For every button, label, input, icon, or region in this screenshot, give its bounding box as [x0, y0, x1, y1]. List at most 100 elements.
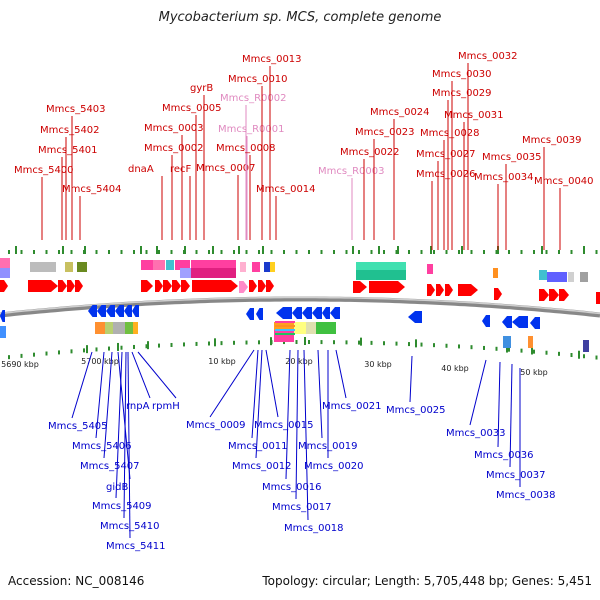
bottom-gene-label: Mmcs_0009 — [186, 420, 246, 431]
forward-feature-block — [175, 260, 190, 270]
tick-top-outer — [58, 250, 60, 254]
scale-tick-label: 5700 kbp — [81, 357, 119, 366]
forward-gene-arrow — [258, 280, 266, 292]
tick-bottom-outer — [120, 345, 123, 350]
top-gene-label: Mmcs_R0003 — [318, 166, 384, 177]
tick-top-major — [140, 246, 142, 254]
tick-top-outer — [245, 250, 248, 254]
tick-bottom-outer — [183, 342, 185, 347]
bottom-gene-label: Mmcs_0015 — [254, 420, 314, 431]
tick-top-outer — [220, 250, 223, 254]
bottom-gene-label: Mmcs_0017 — [272, 502, 332, 513]
forward-feature-block — [30, 262, 56, 272]
tick-top-major — [15, 246, 17, 254]
tick-top-outer — [33, 250, 35, 254]
tick-top-outer — [295, 250, 298, 254]
forward-gene-arrow — [0, 280, 8, 292]
tick-top-outer — [270, 250, 273, 254]
tick-bottom-outer — [208, 341, 210, 346]
tick-top-outer — [70, 250, 73, 254]
tick-top-outer — [158, 250, 160, 254]
forward-gene-arrow — [239, 281, 248, 293]
forward-gene-arrow — [163, 280, 172, 292]
top-gene-label: Mmcs_0039 — [522, 135, 582, 146]
tick-top-outer — [495, 250, 498, 254]
reverse-gene-arrow — [530, 317, 540, 329]
tick-top-outer — [470, 250, 473, 254]
forward-gene-arrow — [58, 280, 67, 292]
bottom-label-leader — [295, 349, 299, 500]
tick-bottom-outer — [8, 355, 10, 360]
genome-backbone-highlight — [0, 296, 600, 315]
tick-bottom-outer — [245, 340, 248, 345]
forward-feature-block — [547, 272, 567, 282]
bottom-label-leader — [285, 349, 291, 480]
forward-feature-block — [166, 260, 174, 270]
reverse-feature-block — [583, 340, 589, 352]
bottom-label-leader — [509, 363, 513, 468]
tick-top-outer — [133, 250, 135, 254]
forward-feature-block — [539, 270, 547, 280]
reverse-gene-arrow — [256, 308, 263, 320]
tick-bottom-outer — [595, 355, 598, 360]
tick-top-outer — [545, 250, 548, 254]
reverse-gene-arrow — [302, 307, 312, 319]
bottom-gene-label: Mmcs_5406 — [72, 441, 132, 452]
tick-top-outer — [258, 250, 260, 254]
bottom-gene-label: Mmcs_5405 — [48, 421, 108, 432]
bottom-gene-label: rpmH — [152, 401, 180, 412]
tick-bottom-outer — [95, 347, 98, 352]
tick-bottom-outer — [295, 340, 298, 345]
forward-gene-arrow — [445, 284, 453, 296]
tick-bottom-outer — [545, 350, 548, 355]
top-gene-label: Mmcs_0010 — [228, 74, 288, 85]
bottom-gene-label: Mmcs_0038 — [496, 490, 556, 501]
reverse-feature-block — [0, 326, 6, 338]
top-gene-label: Mmcs_0027 — [416, 149, 476, 160]
bottom-gene-label: Mmcs_0036 — [474, 450, 534, 461]
tick-bottom-major — [147, 341, 149, 350]
tick-bottom-outer — [33, 352, 35, 357]
top-gene-label: Mmcs_0024 — [370, 107, 430, 118]
forward-gene-arrow — [181, 280, 190, 292]
tick-bottom-major — [304, 337, 306, 346]
reverse-feature-stripe — [275, 329, 295, 331]
tick-top-outer — [433, 250, 435, 254]
top-gene-label: Mmcs_0026 — [416, 169, 476, 180]
reverse-feature-stripe — [275, 321, 295, 323]
forward-gene-arrow — [539, 289, 549, 301]
bottom-gene-label: Mmcs_0037 — [486, 470, 546, 481]
forward-feature-block — [141, 260, 153, 270]
forward-feature-block — [252, 262, 260, 272]
tick-top-outer — [395, 250, 398, 254]
bottom-label-leader — [335, 349, 347, 399]
forward-gene-arrow — [596, 292, 600, 304]
top-gene-label: Mmcs_0002 — [144, 143, 204, 154]
top-gene-label: Mmcs_0035 — [482, 152, 542, 163]
bottom-label-leader — [497, 361, 501, 448]
bottom-gene-label: Mmcs_5411 — [106, 541, 166, 552]
forward-gene-arrow — [249, 280, 257, 292]
bottom-label-leader — [469, 359, 487, 426]
reverse-feature-block — [528, 336, 533, 348]
forward-gene-arrow — [172, 280, 181, 292]
top-gene-label: Mmcs_0003 — [144, 123, 204, 134]
tick-bottom-outer — [458, 344, 460, 349]
forward-feature-block — [191, 260, 236, 270]
forward-feature-block — [427, 264, 433, 274]
tick-bottom-outer — [345, 340, 348, 345]
bottom-gene-label: Mmcs_0016 — [262, 482, 322, 493]
bottom-label-leader — [409, 355, 413, 403]
forward-feature-block — [356, 262, 406, 272]
tick-bottom-outer — [20, 353, 23, 358]
reverse-feature-block — [95, 322, 105, 334]
bottom-gene-label: Mmcs_0021 — [322, 401, 382, 412]
genome-summary-text: Topology: circular; Length: 5,705,448 bp… — [262, 574, 592, 588]
top-gene-label: Mmcs_0032 — [458, 51, 518, 62]
tick-top-major — [84, 246, 86, 254]
forward-gene-arrow — [75, 280, 83, 292]
tick-bottom-outer — [433, 343, 435, 348]
tick-top-outer — [145, 250, 148, 254]
tick-top-outer — [320, 250, 323, 254]
bottom-label-leader — [123, 351, 127, 519]
